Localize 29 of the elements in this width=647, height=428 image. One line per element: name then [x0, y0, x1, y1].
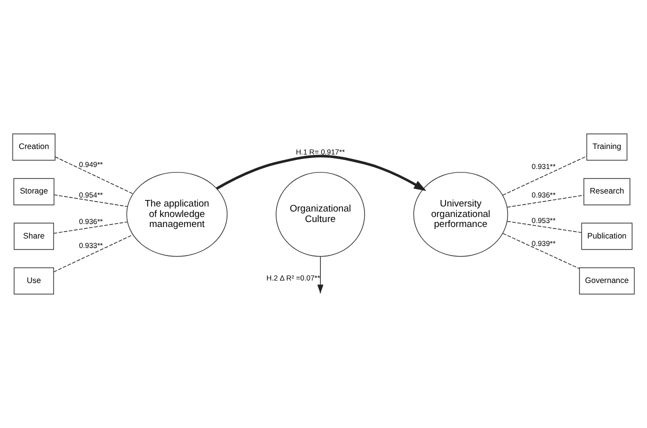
connector — [506, 194, 584, 208]
connector — [506, 220, 582, 233]
edge-label: 0.949** — [78, 160, 103, 169]
node-box: Share — [14, 222, 54, 250]
node-box: Governance — [579, 267, 635, 294]
connector — [53, 234, 134, 272]
edge-label: H.1 R= 0.917** — [296, 147, 345, 156]
edge-label: 0.933** — [78, 241, 103, 250]
node-box: Creation — [12, 134, 56, 161]
edge-label: 0.939** — [532, 238, 556, 248]
edge-label: 0.936** — [78, 216, 103, 226]
node-box: Research — [583, 178, 630, 206]
connector — [502, 156, 588, 196]
connector — [54, 194, 128, 207]
node-box: Storage — [13, 178, 54, 206]
edge-label: 0.936** — [532, 190, 556, 200]
edge-label: 0.954** — [78, 190, 103, 200]
node-box: Use — [14, 267, 54, 294]
node-ellipse: The application of knowledge management — [126, 172, 228, 257]
edge-label: 0.931** — [532, 162, 556, 172]
arrow — [216, 154, 426, 191]
connector — [54, 156, 134, 194]
edge-label: H.2 Δ R² =0.07** — [266, 274, 320, 283]
node-circle: Organizational Culture — [276, 172, 365, 257]
connector — [53, 222, 128, 234]
connector — [502, 233, 580, 269]
node-box: Publication — [581, 222, 632, 250]
edge-label: 0.953** — [532, 216, 556, 226]
node-box: Training — [586, 134, 628, 161]
